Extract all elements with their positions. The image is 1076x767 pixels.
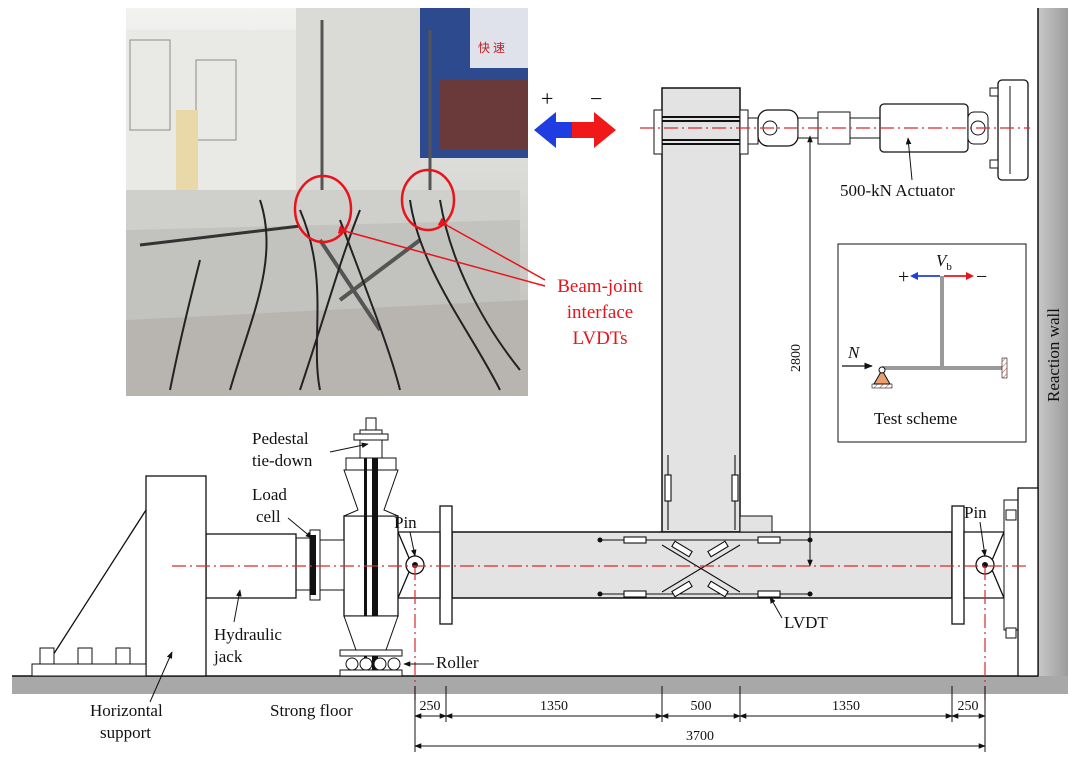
photo-sign: 快 速: [478, 41, 505, 55]
load-cell: [295, 529, 345, 601]
inset-title: Test scheme: [874, 409, 957, 428]
actuator: [747, 79, 1029, 181]
annotation-line-3: LVDTs: [573, 328, 628, 349]
strong-floor-slab: [12, 676, 1068, 694]
inset-force-label: Vb: [936, 251, 952, 273]
dim-seg-3: 500: [691, 699, 712, 714]
actuator-label: 500-kN Actuator: [840, 181, 955, 200]
horizontal-label-1: Horizontal: [90, 701, 163, 720]
column: [661, 87, 741, 533]
photo-lvdt-circle-left: [293, 174, 353, 244]
hydraulic-label-1: Hydraulic: [214, 625, 282, 644]
reaction-wall: [1038, 8, 1068, 694]
pedestal-label-2: tie-down: [252, 451, 313, 470]
anchor-bolts: [39, 647, 131, 665]
horizontal-label-2: support: [100, 723, 151, 742]
pin-support-right: [963, 487, 1039, 677]
strong-floor-label: Strong floor: [270, 701, 353, 720]
photo-lvdt-circle-right: [400, 168, 456, 232]
beam: [451, 531, 953, 599]
dim-seg-4: 1350: [832, 699, 860, 714]
lvdt-label: LVDT: [784, 613, 828, 632]
load-cell-label-2: cell: [256, 507, 281, 526]
minus-sign: −: [590, 86, 602, 111]
plus-sign: +: [541, 86, 553, 111]
inset-minus: −: [976, 266, 987, 288]
photo-annotation: Beam-joint interface LVDTs: [557, 276, 643, 349]
pin-label-left: Pin: [394, 513, 417, 532]
annotation-line-1: Beam-joint: [557, 276, 643, 297]
annotation-line-2: interface: [567, 302, 633, 323]
reaction-wall-label: Reaction wall: [1044, 308, 1063, 402]
horizontal-support: [145, 475, 207, 677]
dim-seg-5: 250: [958, 699, 979, 714]
inset-axial-label: N: [847, 343, 861, 362]
roller-label: Roller: [436, 653, 479, 672]
dim-seg-1: 250: [420, 699, 441, 714]
pin-support-left: [397, 531, 441, 599]
hydraulic-label-2: jack: [213, 647, 243, 666]
load-cell-label-1: Load: [252, 485, 287, 504]
photo-specimen: 快 速: [126, 8, 546, 396]
lvdt-array: [597, 455, 813, 598]
dimension-chain: [414, 686, 986, 752]
test-scheme-inset: + − Vb N Test scheme: [837, 243, 1027, 443]
centerlines: [172, 127, 1030, 700]
dim-total: 3700: [686, 729, 714, 744]
height-dimension: 2800: [789, 344, 804, 372]
pedestal-assembly: [339, 417, 403, 677]
inset-plus: +: [898, 266, 909, 288]
pedestal-label-1: Pedestal: [252, 429, 309, 448]
loading-direction-arrow: + −: [534, 86, 616, 148]
pin-label-right: Pin: [964, 503, 987, 522]
dim-seg-2: 1350: [540, 699, 568, 714]
